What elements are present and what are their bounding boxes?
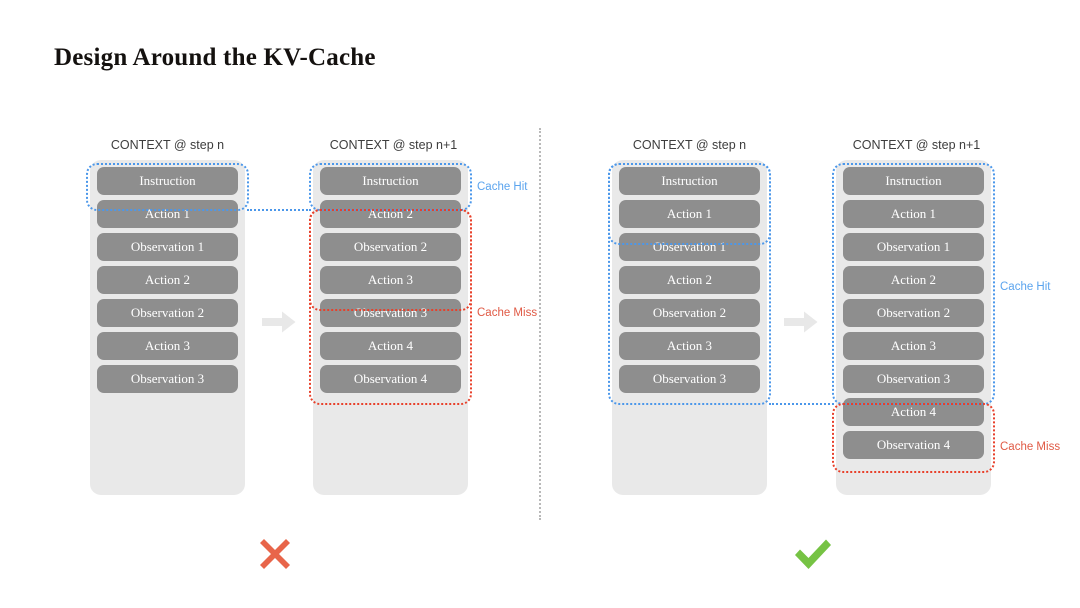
block-action-2[interactable]: Action 2: [320, 200, 461, 228]
block-observation-3[interactable]: Observation 3: [320, 299, 461, 327]
block-observation-3[interactable]: Observation 3: [619, 365, 760, 393]
cache-hit-label: Cache Hit: [477, 181, 528, 193]
block-action-1[interactable]: Action 1: [843, 200, 984, 228]
panel-good-example: CONTEXT @ step n CONTEXT @ step n+1 Inst…: [540, 0, 1080, 608]
block-action-3[interactable]: Action 3: [320, 266, 461, 294]
context-card-step-n1: Instruction Action 1 Observation 1 Actio…: [836, 160, 991, 495]
block-observation-2[interactable]: Observation 2: [97, 299, 238, 327]
block-action-4[interactable]: Action 4: [843, 398, 984, 426]
cross-icon: [260, 539, 290, 569]
cache-miss-label: Cache Miss: [1000, 441, 1061, 453]
cache-hit-connector: [769, 403, 834, 405]
page-title: Design Around the KV-Cache: [54, 44, 376, 71]
check-icon: [795, 539, 831, 569]
block-action-2[interactable]: Action 2: [97, 266, 238, 294]
block-action-4[interactable]: Action 4: [320, 332, 461, 360]
block-observation-4[interactable]: Observation 4: [320, 365, 461, 393]
block-action-3[interactable]: Action 3: [843, 332, 984, 360]
column-header-step-n: CONTEXT @ step n: [110, 138, 225, 152]
panel-bad-example: CONTEXT @ step n CONTEXT @ step n+1 Inst…: [86, 138, 538, 569]
block-instruction[interactable]: Instruction: [97, 167, 238, 195]
block-observation-3[interactable]: Observation 3: [97, 365, 238, 393]
block-action-2[interactable]: Action 2: [619, 266, 760, 294]
cache-miss-label: Cache Miss: [477, 307, 538, 319]
block-observation-2[interactable]: Observation 2: [843, 299, 984, 327]
block-action-2[interactable]: Action 2: [843, 266, 984, 294]
block-observation-4[interactable]: Observation 4: [843, 431, 984, 459]
block-observation-2[interactable]: Observation 2: [320, 233, 461, 261]
block-action-3[interactable]: Action 3: [619, 332, 760, 360]
transition-arrow-icon: [262, 311, 296, 333]
transition-arrow-icon: [784, 311, 818, 333]
block-observation-3[interactable]: Observation 3: [843, 365, 984, 393]
panel-divider: [539, 128, 541, 520]
column-header-step-n: CONTEXT @ step n: [632, 138, 747, 152]
column-header-step-n1: CONTEXT @ step n+1: [852, 138, 981, 152]
block-instruction[interactable]: Instruction: [843, 167, 984, 195]
cache-hit-label: Cache Hit: [1000, 281, 1051, 293]
context-card-step-n: Instruction Action 1 Observation 1 Actio…: [612, 160, 767, 495]
context-card-step-n: Instruction Action 1 Observation 1 Actio…: [90, 160, 245, 495]
cache-hit-connector: [247, 209, 311, 211]
block-action-1[interactable]: Action 1: [619, 200, 760, 228]
block-observation-1[interactable]: Observation 1: [843, 233, 984, 261]
context-card-step-n1: Instruction Action 2 Observation 2 Actio…: [313, 160, 468, 495]
column-header-step-n1: CONTEXT @ step n+1: [329, 138, 458, 152]
block-instruction[interactable]: Instruction: [320, 167, 461, 195]
block-action-3[interactable]: Action 3: [97, 332, 238, 360]
block-observation-1[interactable]: Observation 1: [97, 233, 238, 261]
block-observation-1[interactable]: Observation 1: [619, 233, 760, 261]
block-observation-2[interactable]: Observation 2: [619, 299, 760, 327]
block-instruction[interactable]: Instruction: [619, 167, 760, 195]
block-action-1[interactable]: Action 1: [97, 200, 238, 228]
